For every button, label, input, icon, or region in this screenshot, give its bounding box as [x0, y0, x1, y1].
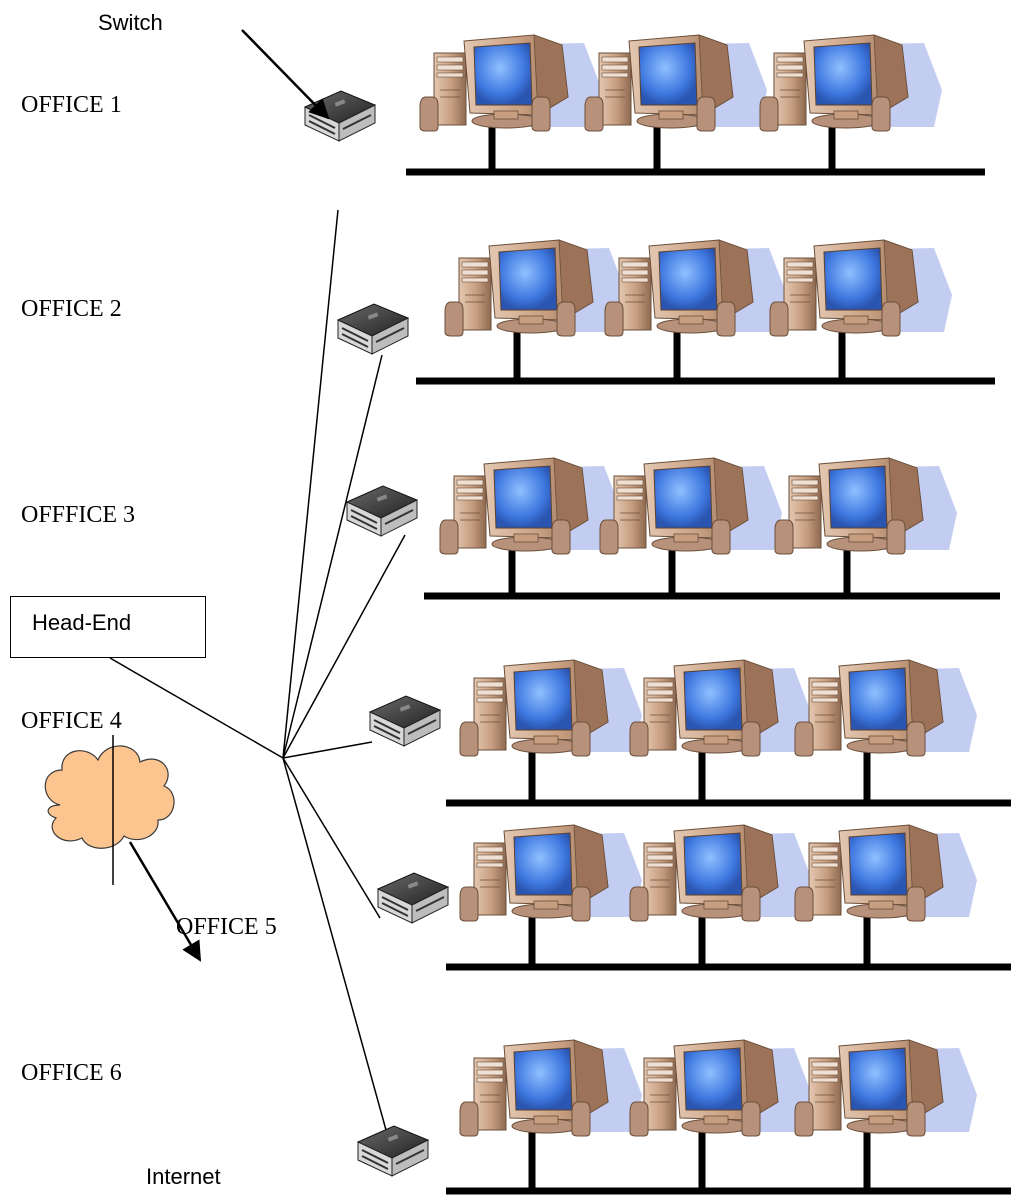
computer-icon: [599, 457, 783, 555]
office-label-5: OFFICE 5: [176, 914, 277, 940]
network-switch-icon: [337, 303, 409, 355]
cloud-icon: [44, 745, 175, 849]
office-rows-layer: [406, 34, 1011, 1195]
office-label-2: OFFICE 2: [21, 296, 122, 322]
computer-icon: [759, 34, 943, 132]
office-5-segment: [446, 824, 1011, 971]
network-switch-icon: [304, 90, 376, 142]
office-label-4: OFFICE 4: [21, 708, 122, 734]
head-end-label: Head-End: [32, 610, 132, 635]
office-1-segment: [406, 34, 985, 176]
office-3-segment: [424, 457, 1000, 600]
uplink-office-2: [282, 354, 383, 759]
uplink-office-5: [282, 757, 381, 919]
uplink-office-6: [282, 757, 387, 1131]
internet-label: Internet: [146, 1164, 221, 1189]
network-switch-icon: [357, 1125, 429, 1177]
computer-icon: [459, 824, 643, 922]
computer-icon: [794, 1039, 978, 1137]
computer-icon: [794, 824, 978, 922]
computer-icon: [419, 34, 603, 132]
office-4-segment: [446, 659, 1011, 807]
head-end-link: [109, 657, 284, 759]
wires-layer: [282, 209, 406, 1131]
computer-icon: [629, 659, 813, 757]
computer-icon: [439, 457, 623, 555]
network-switch-icon: [346, 485, 418, 537]
computer-icon: [794, 659, 978, 757]
office-label-6: OFFICE 6: [21, 1060, 122, 1086]
internet-arrow: [128, 841, 202, 962]
switch-label: Switch: [98, 10, 163, 35]
switch-callout-arrow: [241, 29, 330, 120]
office-6-segment: [446, 1039, 1011, 1195]
computer-icon: [629, 1039, 813, 1137]
network-switch-icon: [369, 695, 441, 747]
computer-icon: [459, 1039, 643, 1137]
uplink-office-1: [282, 209, 339, 759]
office-label-3: OFFFICE 3: [21, 502, 136, 528]
uplink-office-3: [282, 534, 406, 759]
computer-icon: [444, 239, 628, 337]
office-2-segment: [416, 239, 995, 385]
computer-icon: [584, 34, 768, 132]
head-end-box: [10, 596, 206, 658]
computer-icon: [604, 239, 788, 337]
office-label-1: OFFICE 1: [21, 92, 122, 118]
switches-layer: [304, 90, 449, 1177]
uplink-office-4: [282, 741, 373, 759]
computer-icon: [774, 457, 958, 555]
computer-icon: [459, 659, 643, 757]
computer-icon: [769, 239, 953, 337]
network-switch-icon: [377, 872, 449, 924]
computer-icon: [629, 824, 813, 922]
